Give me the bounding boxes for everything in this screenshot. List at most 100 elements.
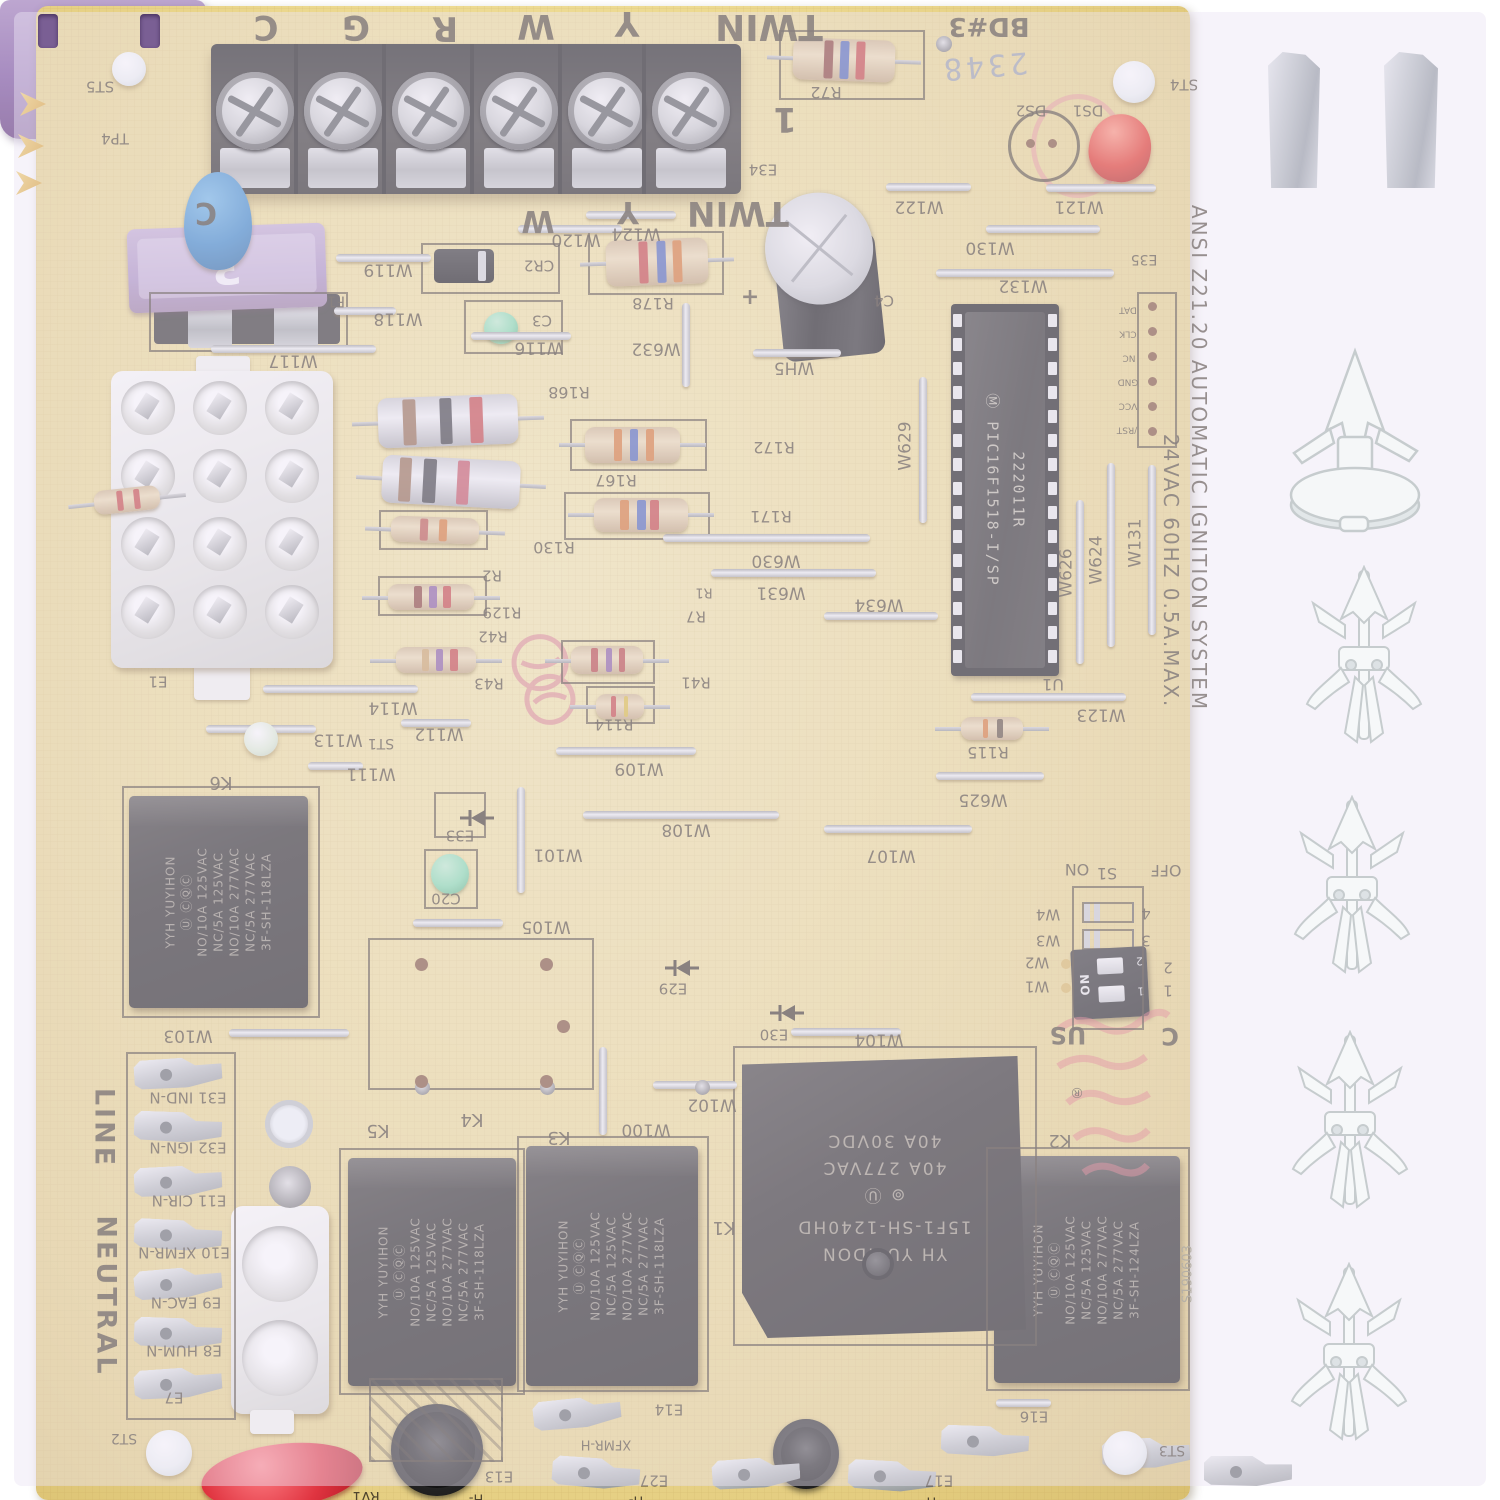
ic-pin <box>1048 410 1057 423</box>
jumper-wire <box>556 747 696 755</box>
solder-pad <box>556 1019 570 1033</box>
connector-2pin <box>231 1206 329 1414</box>
silkscreen-box <box>368 938 594 1090</box>
relay-k3: YYH YUYIHON Ⓤ ⒸⓆⒸ NO/10A 125VAC NC/5A 12… <box>526 1146 698 1386</box>
resistor-band <box>413 586 422 608</box>
jumper-wire <box>919 377 927 523</box>
jumper-wire <box>518 225 622 233</box>
ic-pin <box>953 554 962 567</box>
ic-pin <box>1048 506 1057 519</box>
silkscreen-label: H- <box>468 1490 484 1500</box>
ic-pin <box>1048 314 1057 327</box>
resistor-band <box>618 648 625 672</box>
ic-pin <box>953 434 962 447</box>
connector-cavity <box>265 517 319 571</box>
diode-cr2 <box>404 249 524 283</box>
microcontroller-u1: 222011R Ⓜ PIC16F1518-I/SP <box>951 304 1059 676</box>
nylon-snap-lock-standoff <box>1293 794 1411 979</box>
ic-pin <box>953 386 962 399</box>
jumper-wire <box>791 1028 901 1036</box>
jumper-wire <box>308 762 363 770</box>
ic-pin <box>1048 482 1057 495</box>
resistor <box>935 717 1049 740</box>
silkscreen-box <box>1137 292 1177 448</box>
jumper-wire <box>517 787 525 893</box>
silkscreen-box <box>464 300 563 354</box>
solder-pad <box>539 957 553 971</box>
ic-pin <box>953 338 962 351</box>
resistor-band <box>613 429 623 461</box>
terminal-divider <box>642 44 646 194</box>
resistor-band <box>611 696 616 717</box>
jumper-wire <box>936 772 1044 780</box>
ic-pin <box>1048 530 1057 543</box>
solder-pad <box>694 1079 710 1095</box>
resistor <box>370 647 502 673</box>
board-standoff <box>1113 61 1155 103</box>
nylon-snap-lock-standoff <box>1290 1261 1408 1446</box>
ic-pin <box>1048 554 1057 567</box>
terminal-clamp-plate <box>308 148 378 188</box>
jumper-wire <box>263 685 418 693</box>
resistor <box>568 498 714 532</box>
ic-body <box>965 312 1045 668</box>
nylon-push-rivet-standoff <box>1289 347 1421 533</box>
silkscreen-box <box>421 243 560 294</box>
dip-footprint-4 <box>1082 902 1134 923</box>
silkscreen-label: RV1 <box>352 1488 380 1500</box>
header-pin-pad <box>1148 402 1157 411</box>
ic-pin <box>1048 458 1057 471</box>
ic-pin <box>1048 434 1057 447</box>
terminal-screw <box>480 72 558 150</box>
ic-pin <box>953 482 962 495</box>
jumper-wire <box>211 345 376 353</box>
red-handwriting <box>1056 1008 1171 1177</box>
solder-pad <box>1025 138 1035 148</box>
terminal-clamp-plate <box>484 148 554 188</box>
header-pin-pad <box>1148 377 1157 386</box>
ic-pin <box>1048 386 1057 399</box>
ic-pin <box>953 410 962 423</box>
ic-pin <box>953 506 962 519</box>
fuse-slot <box>140 14 160 48</box>
resistor-band <box>605 648 613 672</box>
connector-cavity <box>242 1226 318 1302</box>
connector-cavity <box>242 1320 318 1396</box>
connector-cavity <box>193 381 247 435</box>
ic-pin <box>953 602 962 615</box>
header-pin-pad <box>1148 302 1157 311</box>
jumper-wire <box>229 1029 349 1037</box>
resistor-band <box>591 648 598 672</box>
jumper-wire <box>824 825 972 833</box>
connector-cavity <box>193 449 247 503</box>
jumper-wire <box>971 693 1126 701</box>
mounting-hole <box>265 1100 313 1148</box>
diode-symbol-icon <box>766 1001 806 1025</box>
solder-pad <box>414 957 428 971</box>
terminal-screw <box>568 72 646 150</box>
jumper-wire <box>682 303 690 387</box>
buzzer-dome <box>391 1404 483 1496</box>
jumper-wire <box>401 719 471 727</box>
silkscreen-box <box>733 1046 1037 1346</box>
board-standoff <box>1103 1431 1147 1475</box>
resistor-band <box>982 719 989 738</box>
relay-k1-power: YH YUYIDON 15F1-SH-1240HD ⊚ Ⓤ 40A 277VAC… <box>742 1056 1026 1338</box>
fuse-blade <box>1384 52 1438 188</box>
terminal-clamp-plate <box>396 148 466 188</box>
terminal-block <box>211 44 741 194</box>
board-standoff <box>146 1430 192 1476</box>
resistor-band <box>421 649 429 671</box>
green-capacitor-c20 <box>431 854 469 894</box>
board-standoff <box>112 52 146 86</box>
jumper-wire <box>986 225 1100 233</box>
terminal-screw <box>216 72 294 150</box>
ic-pin <box>1048 626 1057 639</box>
ic-pin <box>953 626 962 639</box>
silkscreen-box <box>986 1147 1190 1391</box>
board-standoff <box>244 722 278 756</box>
jumper-wire <box>996 1399 1051 1407</box>
ic-pin <box>1048 650 1057 663</box>
ic-pin <box>953 458 962 471</box>
